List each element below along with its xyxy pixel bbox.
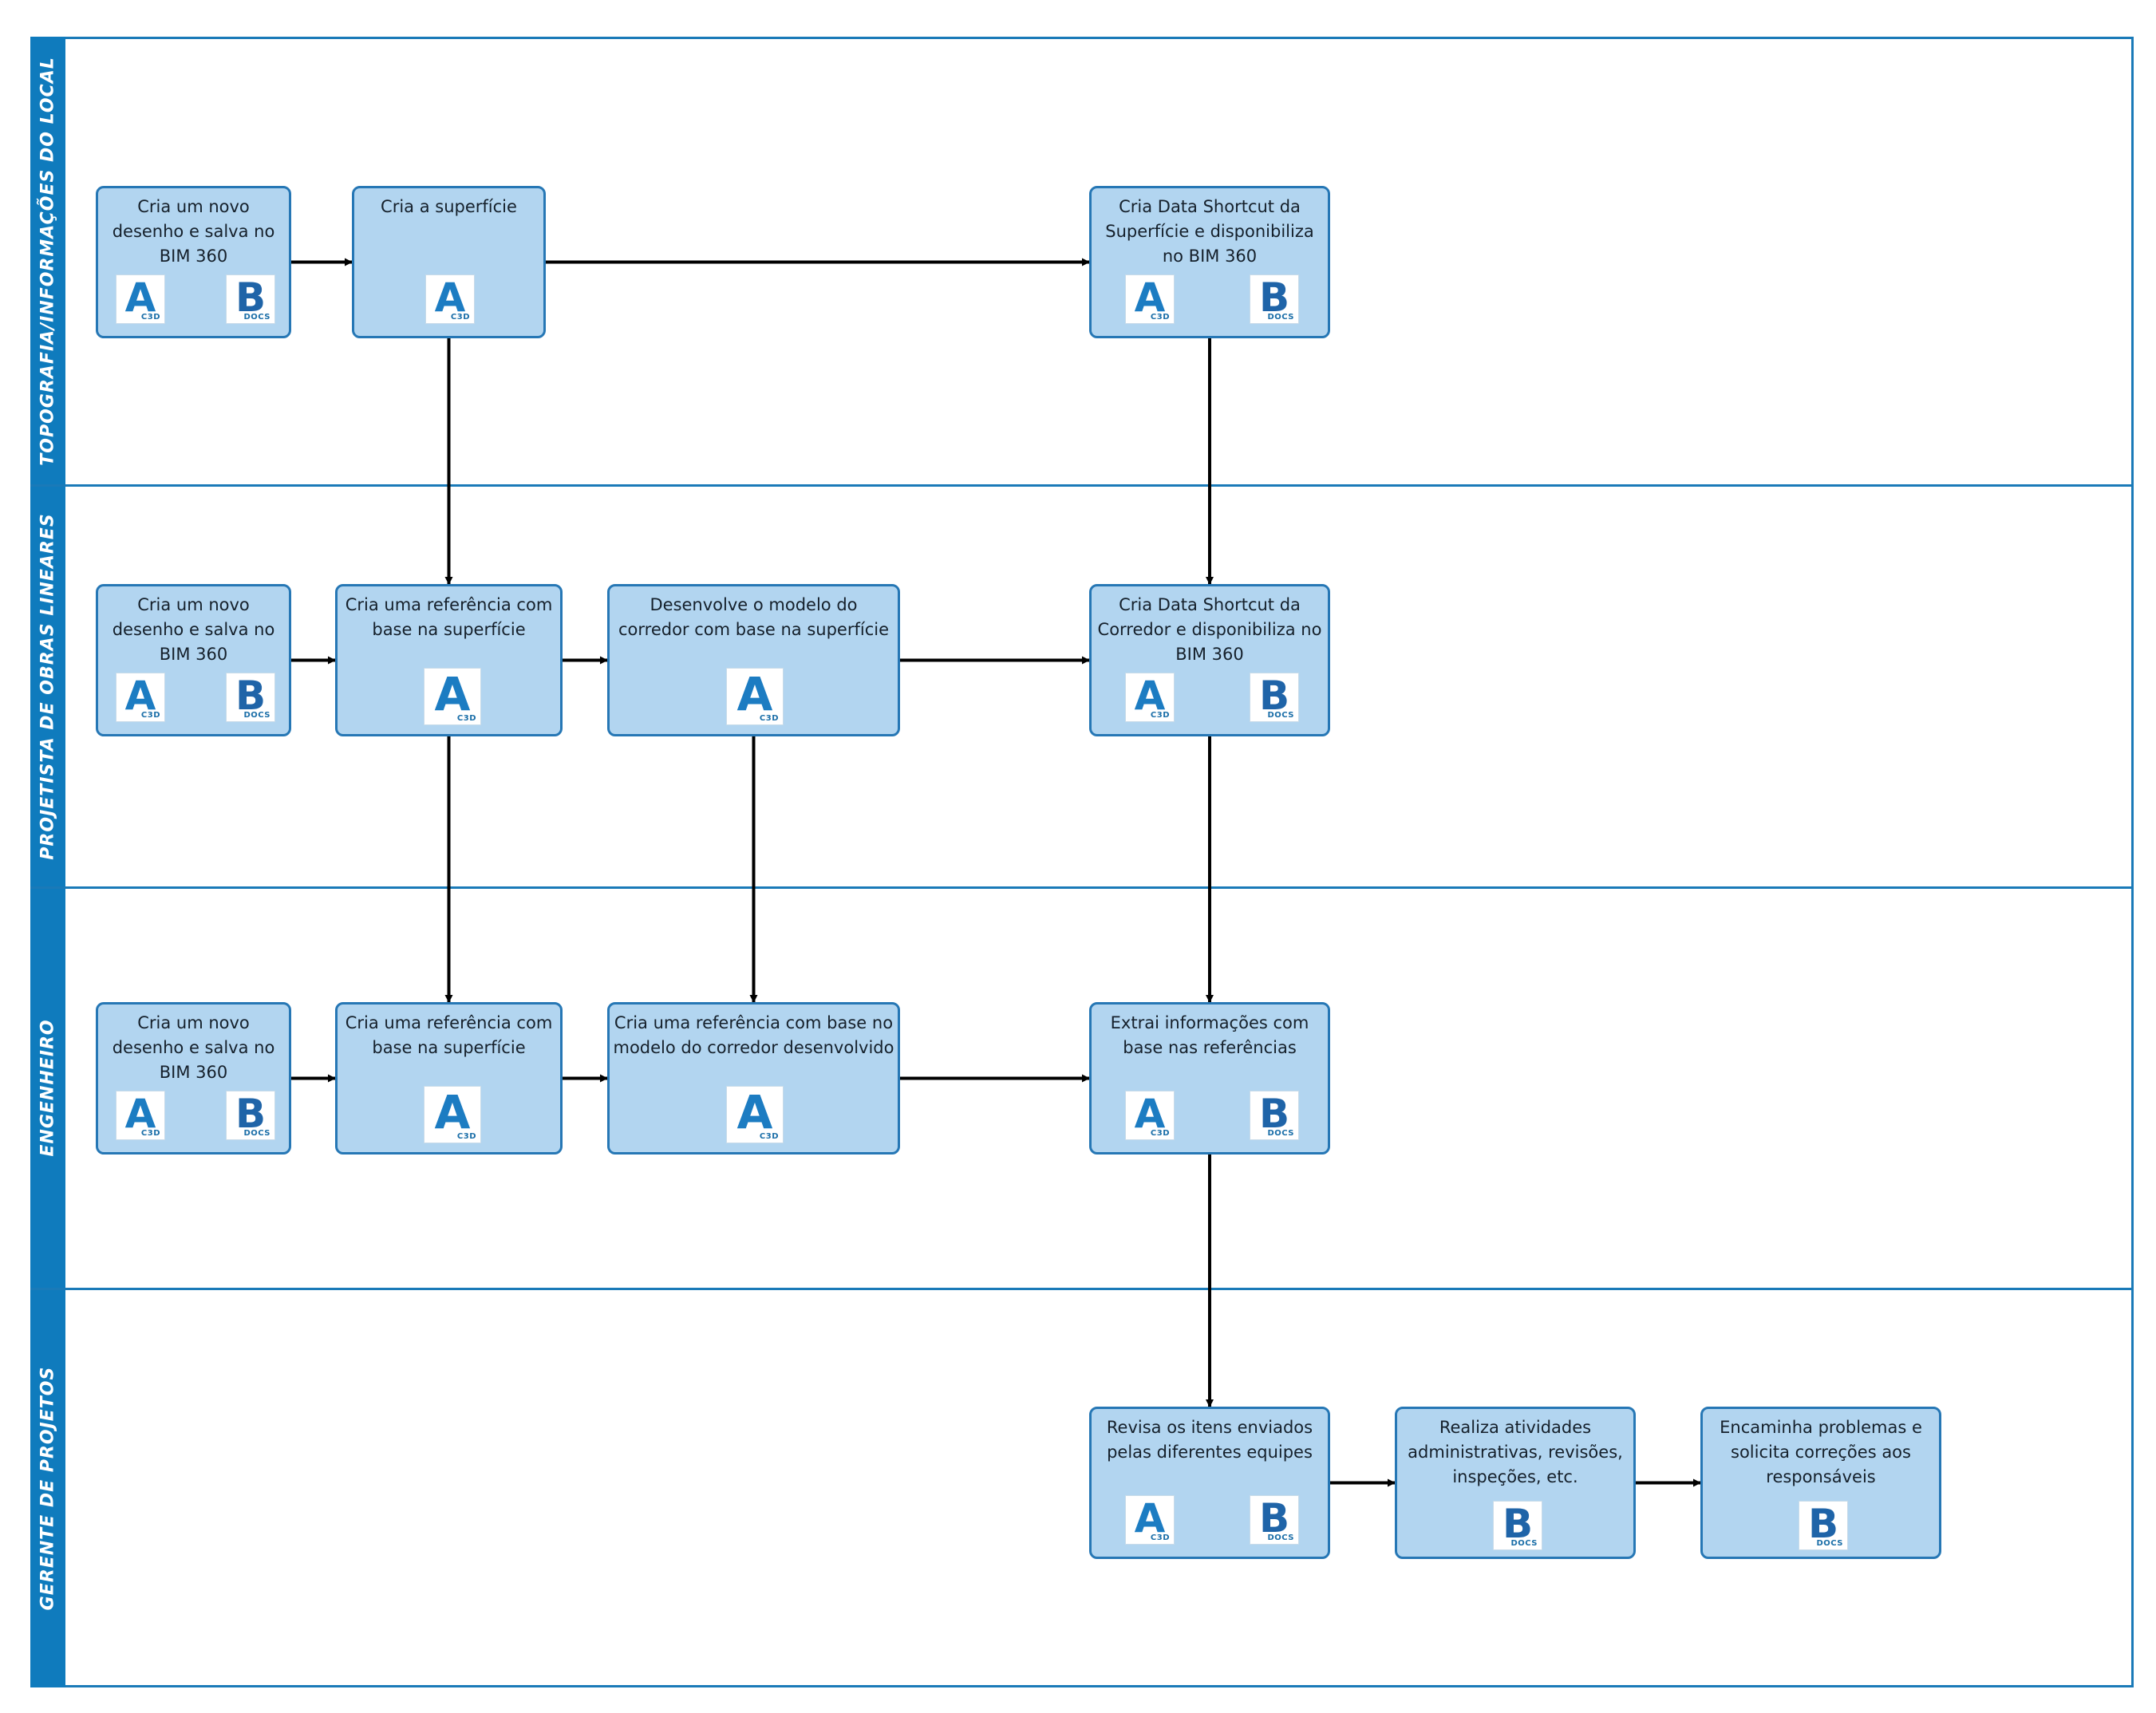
process-box-text: Cria um novo desenho e salva no BIM 360 [112,1013,275,1082]
lane-header-topografia: TOPOGRAFIA/INFORMAÇÕES DO LOCAL [30,37,65,485]
process-box-text: Cria a superfície [381,197,517,216]
process-box-text: Cria uma referência com base na superfíc… [345,595,553,639]
process-box-text: Extrai informações com base nas referênc… [1110,1013,1309,1057]
lane-header-engenheiro: ENGENHEIRO [30,887,65,1289]
process-box-text: Cria uma referência com base no modelo d… [613,1013,894,1057]
process-box-text: Realiza atividades administrativas, revi… [1408,1418,1623,1486]
process-box-proj-novo-desenho[interactable]: Cria um novo desenho e salva no BIM 360 … [96,584,291,736]
process-box-proj-data-shortcut[interactable]: Cria Data Shortcut da Corredor e disponi… [1089,584,1330,736]
lane-divider [30,1288,2134,1290]
process-box-text: Encaminha problemas e solicita correções… [1720,1418,1922,1486]
process-box-proj-referencia[interactable]: Cria uma referência com base na superfíc… [335,584,563,736]
lane-divider [30,484,2134,487]
process-box-proj-corredor[interactable]: Desenvolve o modelo do corredor com base… [607,584,900,736]
process-box-eng-referencia-corredor[interactable]: Cria uma referência com base no modelo d… [607,1002,900,1154]
process-box-text: Cria uma referência com base na superfíc… [345,1013,553,1057]
lane-header-gerente: GERENTE DE PROJETOS [30,1289,65,1687]
process-box-text: Cria Data Shortcut da Corredor e disponi… [1097,595,1322,664]
process-box-text: Cria Data Shortcut da Superfície e dispo… [1105,197,1314,266]
process-box-topo-novo-desenho[interactable]: Cria um novo desenho e salva no BIM 360 … [96,186,291,338]
lane-divider [30,886,2134,889]
process-box-text: Desenvolve o modelo do corredor com base… [618,595,889,639]
process-box-eng-referencia-superficie[interactable]: Cria uma referência com base na superfíc… [335,1002,563,1154]
process-box-text: Cria um novo desenho e salva no BIM 360 [112,595,275,664]
process-box-ger-revisa[interactable]: Revisa os itens enviados pelas diferente… [1089,1407,1330,1559]
process-box-eng-novo-desenho[interactable]: Cria um novo desenho e salva no BIM 360 … [96,1002,291,1154]
lane-header-projetista: PROJETISTA DE OBRAS LINEARES [30,485,65,887]
process-box-eng-extrai[interactable]: Extrai informações com base nas referênc… [1089,1002,1330,1154]
process-box-text: Cria um novo desenho e salva no BIM 360 [112,197,275,266]
process-box-text: Revisa os itens enviados pelas diferente… [1106,1418,1313,1462]
process-box-ger-encaminha[interactable]: Encaminha problemas e solicita correções… [1700,1407,1941,1559]
process-box-topo-data-shortcut[interactable]: Cria Data Shortcut da Superfície e dispo… [1089,186,1330,338]
process-box-ger-atividades[interactable]: Realiza atividades administrativas, revi… [1395,1407,1636,1559]
